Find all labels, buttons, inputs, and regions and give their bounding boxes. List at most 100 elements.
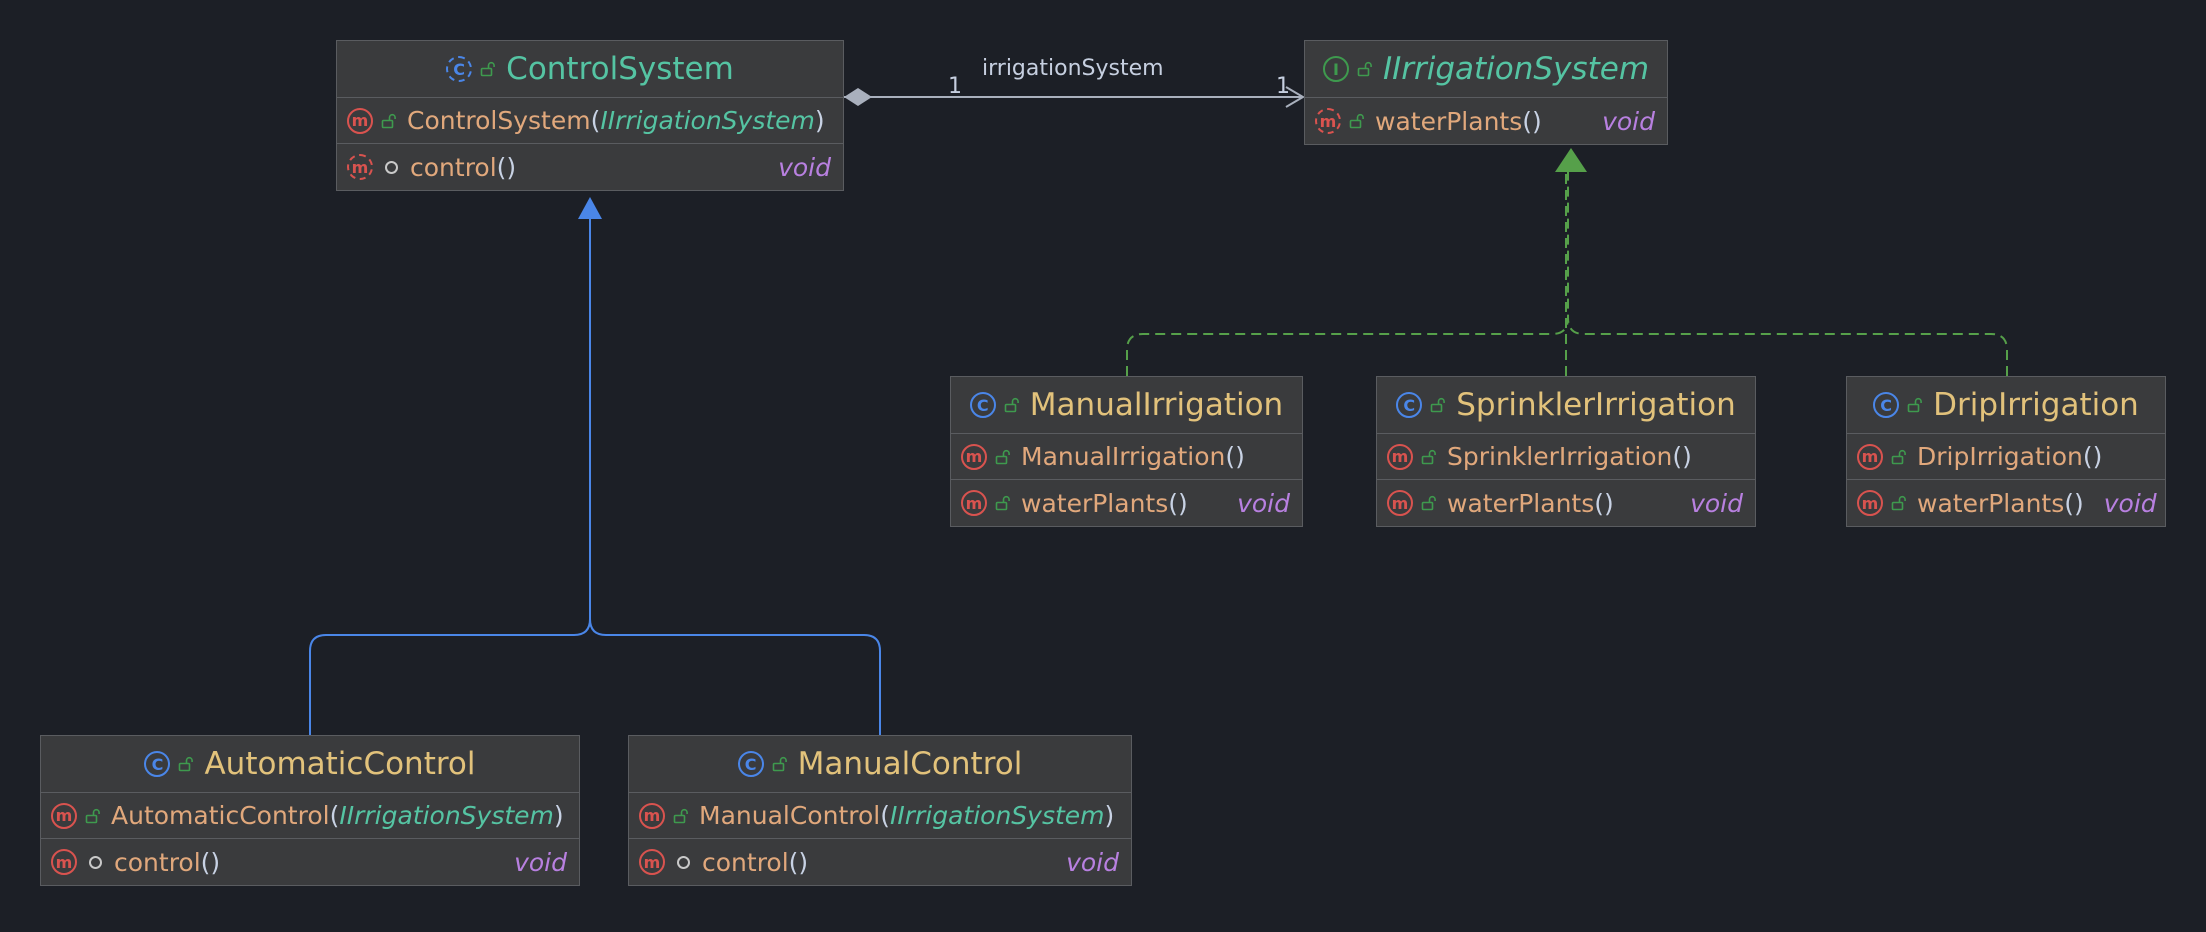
method-name: DripIrrigation <box>1917 442 2083 471</box>
method-icon: m <box>639 849 665 875</box>
parens: () <box>1522 106 1542 136</box>
class-manual-irrigation[interactable]: C ManualIrrigation m ManualIrrigation() … <box>950 376 1303 527</box>
class-name: DripIrrigation <box>1933 387 2139 423</box>
return-type: void <box>1690 488 1743 518</box>
method-name: ManualIrrigation <box>1021 442 1226 471</box>
method-name: waterPlants <box>1917 488 2065 518</box>
method-row[interactable]: m waterPlants() void <box>1305 98 1667 144</box>
return-type: void <box>778 152 831 182</box>
public-visibility-icon <box>480 61 496 77</box>
method-row[interactable]: m control() void <box>629 839 1131 885</box>
class-name: ControlSystem <box>506 51 734 87</box>
return-type: void <box>2103 488 2157 518</box>
class-automatic-control[interactable]: C AutomaticControl m AutomaticControl(II… <box>40 735 580 886</box>
method-name: SprinklerIrrigation <box>1447 442 1673 471</box>
parens: () <box>788 847 809 877</box>
method-row[interactable]: m control() void <box>337 144 843 190</box>
realization-arrowhead <box>1555 148 1587 172</box>
navigable-arrowhead <box>1285 86 1305 108</box>
method-name: ManualControl <box>699 801 881 830</box>
method-row[interactable]: m ManualIrrigation() <box>951 434 1302 480</box>
param-type: IIrrigationSystem <box>889 801 1105 830</box>
public-visibility-icon <box>1357 61 1372 77</box>
method-row[interactable]: m waterPlants() void <box>1847 480 2165 526</box>
return-type: void <box>1237 488 1290 518</box>
abstract-method-icon: m <box>1315 108 1341 134</box>
realization-edges <box>1126 148 2008 376</box>
class-name: ManualIrrigation <box>1029 387 1284 423</box>
parens: () <box>1225 442 1245 471</box>
method-icon: m <box>961 490 987 516</box>
method-row[interactable]: m ControlSystem(IIrrigationSystem) <box>337 98 843 144</box>
public-visibility-icon <box>1891 449 1906 464</box>
class-drip-irrigation[interactable]: C DripIrrigation m DripIrrigation() m wa… <box>1846 376 2166 527</box>
package-visibility-icon <box>385 160 398 174</box>
class-name: ManualControl <box>797 746 1023 782</box>
parens: () <box>2064 488 2084 518</box>
class-header: C ManualControl <box>629 736 1131 793</box>
parens: () <box>1594 488 1614 518</box>
abstract-method-icon: m <box>347 154 373 180</box>
class-sprinkler-irrigation[interactable]: C SprinklerIrrigation m SprinklerIrrigat… <box>1376 376 1756 527</box>
public-visibility-icon <box>179 756 194 772</box>
method-icon: m <box>1857 443 1883 470</box>
generalization-arrowhead <box>578 197 602 219</box>
public-visibility-icon <box>381 113 396 128</box>
method-name: ControlSystem <box>407 106 591 135</box>
method-name: control <box>114 847 201 877</box>
method-row[interactable]: m ManualControl(IIrrigationSystem) <box>629 793 1131 839</box>
class-header: C DripIrrigation <box>1847 377 2165 434</box>
class-icon: C <box>1873 392 1900 418</box>
method-row[interactable]: m DripIrrigation() <box>1847 434 2165 480</box>
method-icon: m <box>51 849 77 875</box>
class-header: C AutomaticControl <box>41 736 579 793</box>
method-icon: m <box>1387 443 1413 470</box>
class-name: SprinklerIrrigation <box>1456 387 1736 423</box>
return-type: void <box>1602 106 1655 136</box>
param-type: IIrrigationSystem <box>339 801 554 830</box>
interface-iirrigation-system[interactable]: I IIrrigationSystem m waterPlants() void <box>1304 40 1668 145</box>
paren-close: ) <box>814 106 825 135</box>
return-type: void <box>1066 847 1119 877</box>
method-row[interactable]: m control() void <box>41 839 579 885</box>
parens: () <box>1672 442 1692 471</box>
return-type: void <box>514 847 567 877</box>
composition-edge <box>844 86 1305 108</box>
paren-close: ) <box>553 801 564 830</box>
method-name: AutomaticControl <box>111 801 330 830</box>
public-visibility-icon <box>1891 495 1906 511</box>
method-icon: m <box>639 802 665 829</box>
source-multiplicity-label: 1 <box>948 74 962 99</box>
class-control-system[interactable]: C ControlSystem m ControlSystem(IIrrigat… <box>336 40 844 191</box>
class-header: I IIrrigationSystem <box>1305 41 1667 98</box>
composition-diamond <box>844 88 872 106</box>
class-icon: C <box>737 751 764 777</box>
parens: () <box>496 152 517 182</box>
public-visibility-icon <box>1004 397 1019 413</box>
public-visibility-icon <box>85 808 100 823</box>
method-icon: m <box>51 802 77 829</box>
class-header: C ManualIrrigation <box>951 377 1302 434</box>
class-header: C SprinklerIrrigation <box>1377 377 1755 434</box>
method-name: control <box>702 847 789 877</box>
parens: () <box>2082 442 2103 471</box>
paren-open: ( <box>590 106 601 135</box>
method-icon: m <box>347 107 373 134</box>
method-row[interactable]: m waterPlants() void <box>951 480 1302 526</box>
interface-icon: I <box>1322 56 1349 82</box>
method-row[interactable]: m waterPlants() void <box>1377 480 1755 526</box>
class-header: C ControlSystem <box>337 41 843 98</box>
public-visibility-icon <box>1907 397 1923 413</box>
method-row[interactable]: m SprinklerIrrigation() <box>1377 434 1755 480</box>
public-visibility-icon <box>995 495 1010 511</box>
public-visibility-icon <box>673 808 688 823</box>
paren-close: ) <box>1104 801 1115 830</box>
public-visibility-icon <box>1421 449 1436 464</box>
method-name: waterPlants <box>1447 488 1595 518</box>
class-manual-control[interactable]: C ManualControl m ManualControl(IIrrigat… <box>628 735 1132 886</box>
method-row[interactable]: m AutomaticControl(IIrrigationSystem) <box>41 793 579 839</box>
class-name: IIrrigationSystem <box>1382 51 1650 87</box>
method-icon: m <box>1387 490 1413 516</box>
abstract-class-icon: C <box>446 56 473 82</box>
